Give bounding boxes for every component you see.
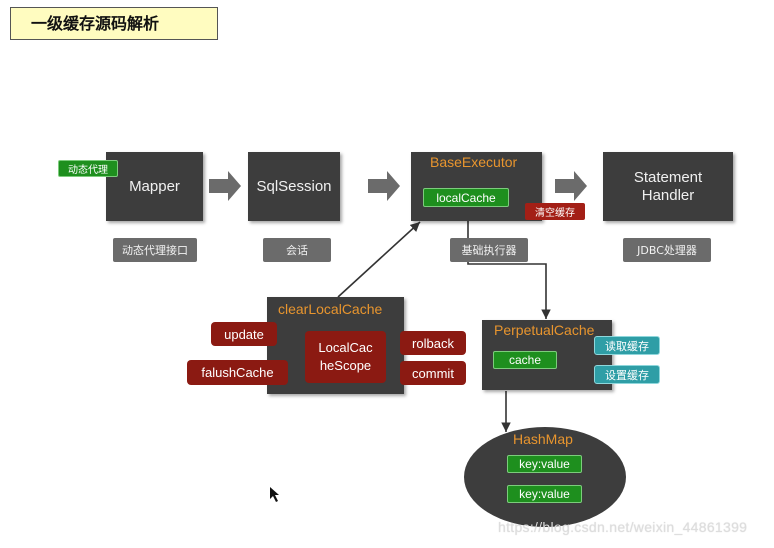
localcachescope-line1: LocalCac [318,340,373,355]
hashmap-entry: key:value [507,455,582,473]
statement-handler-node: Statement Handler [603,152,733,221]
sqlsession-node: SqlSession [248,152,340,221]
hashmap-ellipse [464,427,626,527]
baseexecutor-title: BaseExecutor [430,154,518,170]
mouse-cursor-icon [270,487,279,502]
watermark-url: https://blog.csdn.net/weixin_44861399 [498,519,748,535]
flow-arrow-mapper-to-sqlsession [209,171,241,201]
flow-arrow-sqlsession-to-executor [368,171,400,201]
arrow-executor-to-perpetual [467,210,551,319]
localcachescope-box: LocalCac heScope [305,331,386,383]
statement-handler-line2: Handler [641,186,695,204]
mapper-badge: 动态代理 [58,160,118,177]
mapper-node: Mapper [106,152,203,221]
clearlocalcache-title: clearLocalCache [278,301,383,317]
mapper-label: Mapper [129,178,180,195]
baseexecutor-node: BaseExecutor [411,152,542,221]
localcachescope-line2: heScope [319,358,372,373]
cache-field: cache [493,351,557,369]
page-title: 一级缓存源码解析 [10,7,218,40]
flushcache-trigger: falushCache [187,360,288,385]
hashmap-entry: key:value [507,485,582,503]
statement-handler-caption: JDBC处理器 [623,238,711,262]
hashmap-title: HashMap [513,431,573,447]
statement-handler-line1: Statement [633,168,703,186]
read-cache-badge: 读取缓存 [594,336,660,355]
update-trigger: update [211,322,277,346]
perpetualcache-title: PerpetualCache [494,322,595,338]
mapper-caption: 动态代理接口 [113,238,197,262]
rollback-trigger: rolback [400,331,466,355]
sqlsession-label: SqlSession [256,178,332,195]
commit-trigger: commit [400,361,466,385]
arrow-clear-to-localcache [337,221,421,298]
baseexecutor-caption: 基础执行器 [450,238,528,262]
flow-arrow-executor-to-statement [555,171,587,201]
sqlsession-caption: 会话 [263,238,331,262]
localcache-field: localCache [423,188,509,207]
set-cache-badge: 设置缓存 [594,365,660,384]
clear-cache-badge: 清空缓存 [525,203,585,220]
